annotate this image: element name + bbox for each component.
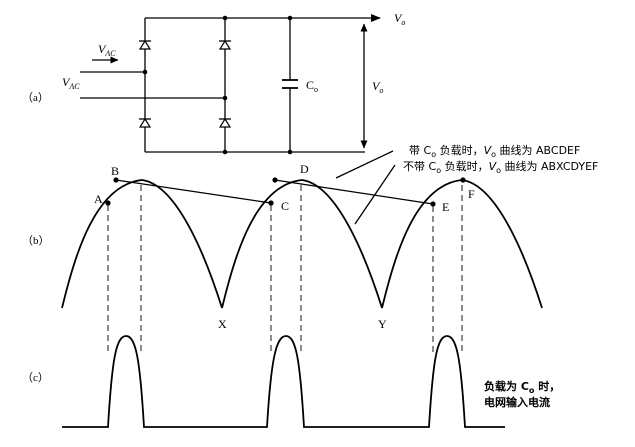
arch-2 — [221, 179, 383, 309]
point-e-dot — [430, 201, 436, 207]
vo-output-label: Vo — [394, 11, 405, 27]
voltage-waveform: A B C D E F X Y 带 Co 负载时，Vo 曲线为 ABCDEF 不… — [61, 143, 598, 331]
node-left-mid — [142, 69, 148, 75]
point-e-label: E — [442, 200, 449, 214]
diode-d3 — [138, 117, 152, 128]
point-c-label: C — [281, 199, 289, 213]
point-b-dot — [113, 177, 119, 183]
current-pulse-train — [62, 335, 505, 428]
envelope-d-to-e — [274, 179, 434, 205]
panel-label-a: （a） — [22, 91, 49, 104]
current-label-line1: 负载为 Co 时， — [484, 379, 560, 395]
point-d-dot — [272, 177, 278, 183]
current-label-line2: 电网输入电流 — [484, 395, 550, 409]
point-d-label: D — [300, 162, 309, 176]
pointer-without-cap — [354, 164, 396, 225]
guide-lines — [107, 185, 463, 355]
point-f-label: F — [468, 187, 475, 201]
capacitor-label: Co — [306, 78, 318, 94]
annotation-with-cap: 带 Co 负载时，Vo 曲线为 ABCDEF — [409, 143, 580, 159]
point-a-label: A — [94, 192, 103, 206]
point-x-label: X — [218, 317, 227, 331]
node-right-mid — [222, 95, 228, 101]
envelope-b-to-c — [115, 179, 272, 204]
diode-d1 — [138, 39, 152, 50]
pointer-with-cap — [335, 150, 394, 179]
diode-d4 — [218, 117, 232, 128]
panel-label-b: （b） — [22, 234, 50, 247]
point-c-dot — [268, 200, 274, 206]
node-bottom-cap — [287, 149, 293, 155]
annotation-without-cap: 不带 Co 负载时，Vo 曲线为 ABXCDYEF — [403, 159, 598, 175]
panel-label-c: （c） — [22, 371, 49, 384]
node-top-right — [222, 15, 228, 21]
vac-top-label: VAC — [98, 42, 116, 58]
vac-left-label: VAC — [62, 75, 80, 91]
arch-1 — [61, 179, 223, 309]
vo-measure-label: Vo — [372, 79, 383, 95]
point-a-dot — [105, 200, 111, 206]
diode-d2 — [218, 39, 232, 50]
node-top-cap — [287, 15, 293, 21]
point-b-label: B — [111, 164, 119, 178]
input-current-waveform: 负载为 Co 时， 电网输入电流 — [62, 335, 560, 428]
point-y-label: Y — [378, 317, 387, 331]
rectifier-circuit: Vo VAC VAC Co Vo — [62, 11, 405, 155]
point-f-dot — [460, 177, 466, 183]
node-bottom-right — [222, 149, 228, 155]
